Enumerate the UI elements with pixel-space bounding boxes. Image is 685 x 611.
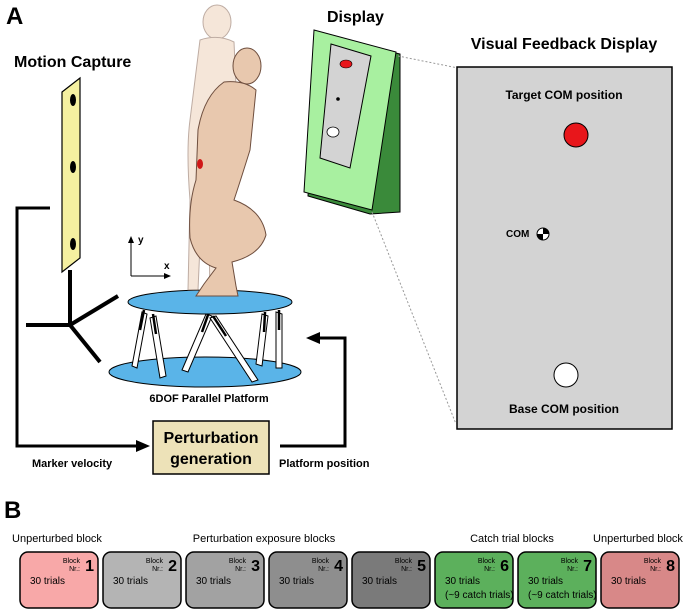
display-label: Display (327, 9, 384, 26)
human-figure-squatting (189, 47, 267, 297)
platform-position-label: Platform position (279, 458, 370, 470)
block-number: 7 (583, 558, 592, 575)
block-prefix-nr: Nr.: (318, 566, 329, 573)
block-prefix: Block (63, 558, 81, 565)
group-label-catch: Catch trial blocks (470, 533, 554, 545)
block-trials: 30 trials (279, 576, 314, 587)
block-prefix-nr: Nr.: (567, 566, 578, 573)
block-box (434, 551, 514, 609)
target-com-label: Target COM position (505, 88, 622, 102)
block-box (102, 551, 182, 609)
block-prefix: Block (478, 558, 496, 565)
base-com-label: Base COM position (509, 402, 619, 416)
visual-feedback-title: Visual Feedback Display (471, 36, 658, 53)
block-number: 4 (334, 558, 343, 575)
block-prefix-nr: Nr.: (152, 566, 163, 573)
group-label-unperturbed-2: Unperturbed block (593, 533, 683, 545)
perturbation-line2: generation (170, 451, 252, 468)
panel-b-letter: B (4, 497, 21, 524)
block-number: 8 (666, 558, 675, 575)
block-box (268, 551, 348, 609)
target-com-marker (563, 122, 589, 148)
block-trials: 30 trials (30, 576, 65, 587)
block-prefix-nr: Nr.: (69, 566, 80, 573)
base-com-marker (553, 362, 579, 388)
mocap-marker-top (70, 94, 76, 106)
block-trials: 30 trials (362, 576, 397, 587)
block-prefix: Block (229, 558, 247, 565)
axis-y-label: y (138, 235, 144, 246)
block-prefix-nr: Nr.: (235, 566, 246, 573)
display-device (303, 29, 401, 215)
com-label: COM (506, 229, 529, 240)
group-label-unperturbed-1: Unperturbed block (12, 533, 102, 545)
block-catch-trials: (~9 catch trials) (445, 590, 514, 601)
body-com-marker (197, 159, 203, 169)
marker-velocity-arrow (15, 206, 150, 452)
block-prefix: Block (312, 558, 330, 565)
block-number: 5 (417, 558, 426, 575)
axis-x-label: x (164, 261, 170, 272)
block-number: 6 (500, 558, 509, 575)
marker-velocity-label: Marker velocity (32, 458, 113, 470)
block-prefix: Block (146, 558, 164, 565)
platform-label: 6DOF Parallel Platform (149, 393, 268, 405)
mocap-marker-mid (70, 161, 76, 173)
parallel-platform (108, 289, 302, 388)
block-box (185, 551, 265, 609)
motion-capture-label: Motion Capture (14, 54, 131, 71)
block-trials: 30 trials (113, 576, 148, 587)
block-box (600, 551, 680, 609)
block-box (351, 551, 431, 609)
block-prefix: Block (644, 558, 662, 565)
visual-feedback-screen: Target COM position COM Base COM positio… (456, 66, 673, 430)
panel-a-letter: A (6, 3, 23, 30)
block-number: 3 (251, 558, 260, 575)
block-box (517, 551, 597, 609)
block-prefix-nr: Nr.: (650, 566, 661, 573)
platform-position-arrow (280, 332, 347, 448)
block-number: 1 (85, 558, 94, 575)
block-trials: 30 trials (528, 576, 563, 587)
block-box (19, 551, 99, 609)
mocap-marker-bottom (70, 238, 76, 250)
group-label-exposure: Perturbation exposure blocks (193, 533, 336, 545)
mocap-pole (61, 76, 81, 274)
com-marker (536, 227, 550, 241)
block-prefix-nr: Nr.: (401, 566, 412, 573)
block-number: 2 (168, 558, 177, 575)
xy-axes: y x (128, 235, 171, 279)
block-catch-trials: (~9 catch trials) (528, 590, 597, 601)
block-prefix-nr: Nr.: (484, 566, 495, 573)
block-trials: 30 trials (445, 576, 480, 587)
block-trials: 30 trials (196, 576, 231, 587)
block-trials: 30 trials (611, 576, 646, 587)
block-prefix: Block (395, 558, 413, 565)
block-prefix: Block (561, 558, 579, 565)
perturbation-line1: Perturbation (163, 430, 258, 447)
motion-capture-camera (26, 76, 120, 364)
perturbation-generation-box: Perturbation generation (152, 420, 270, 475)
